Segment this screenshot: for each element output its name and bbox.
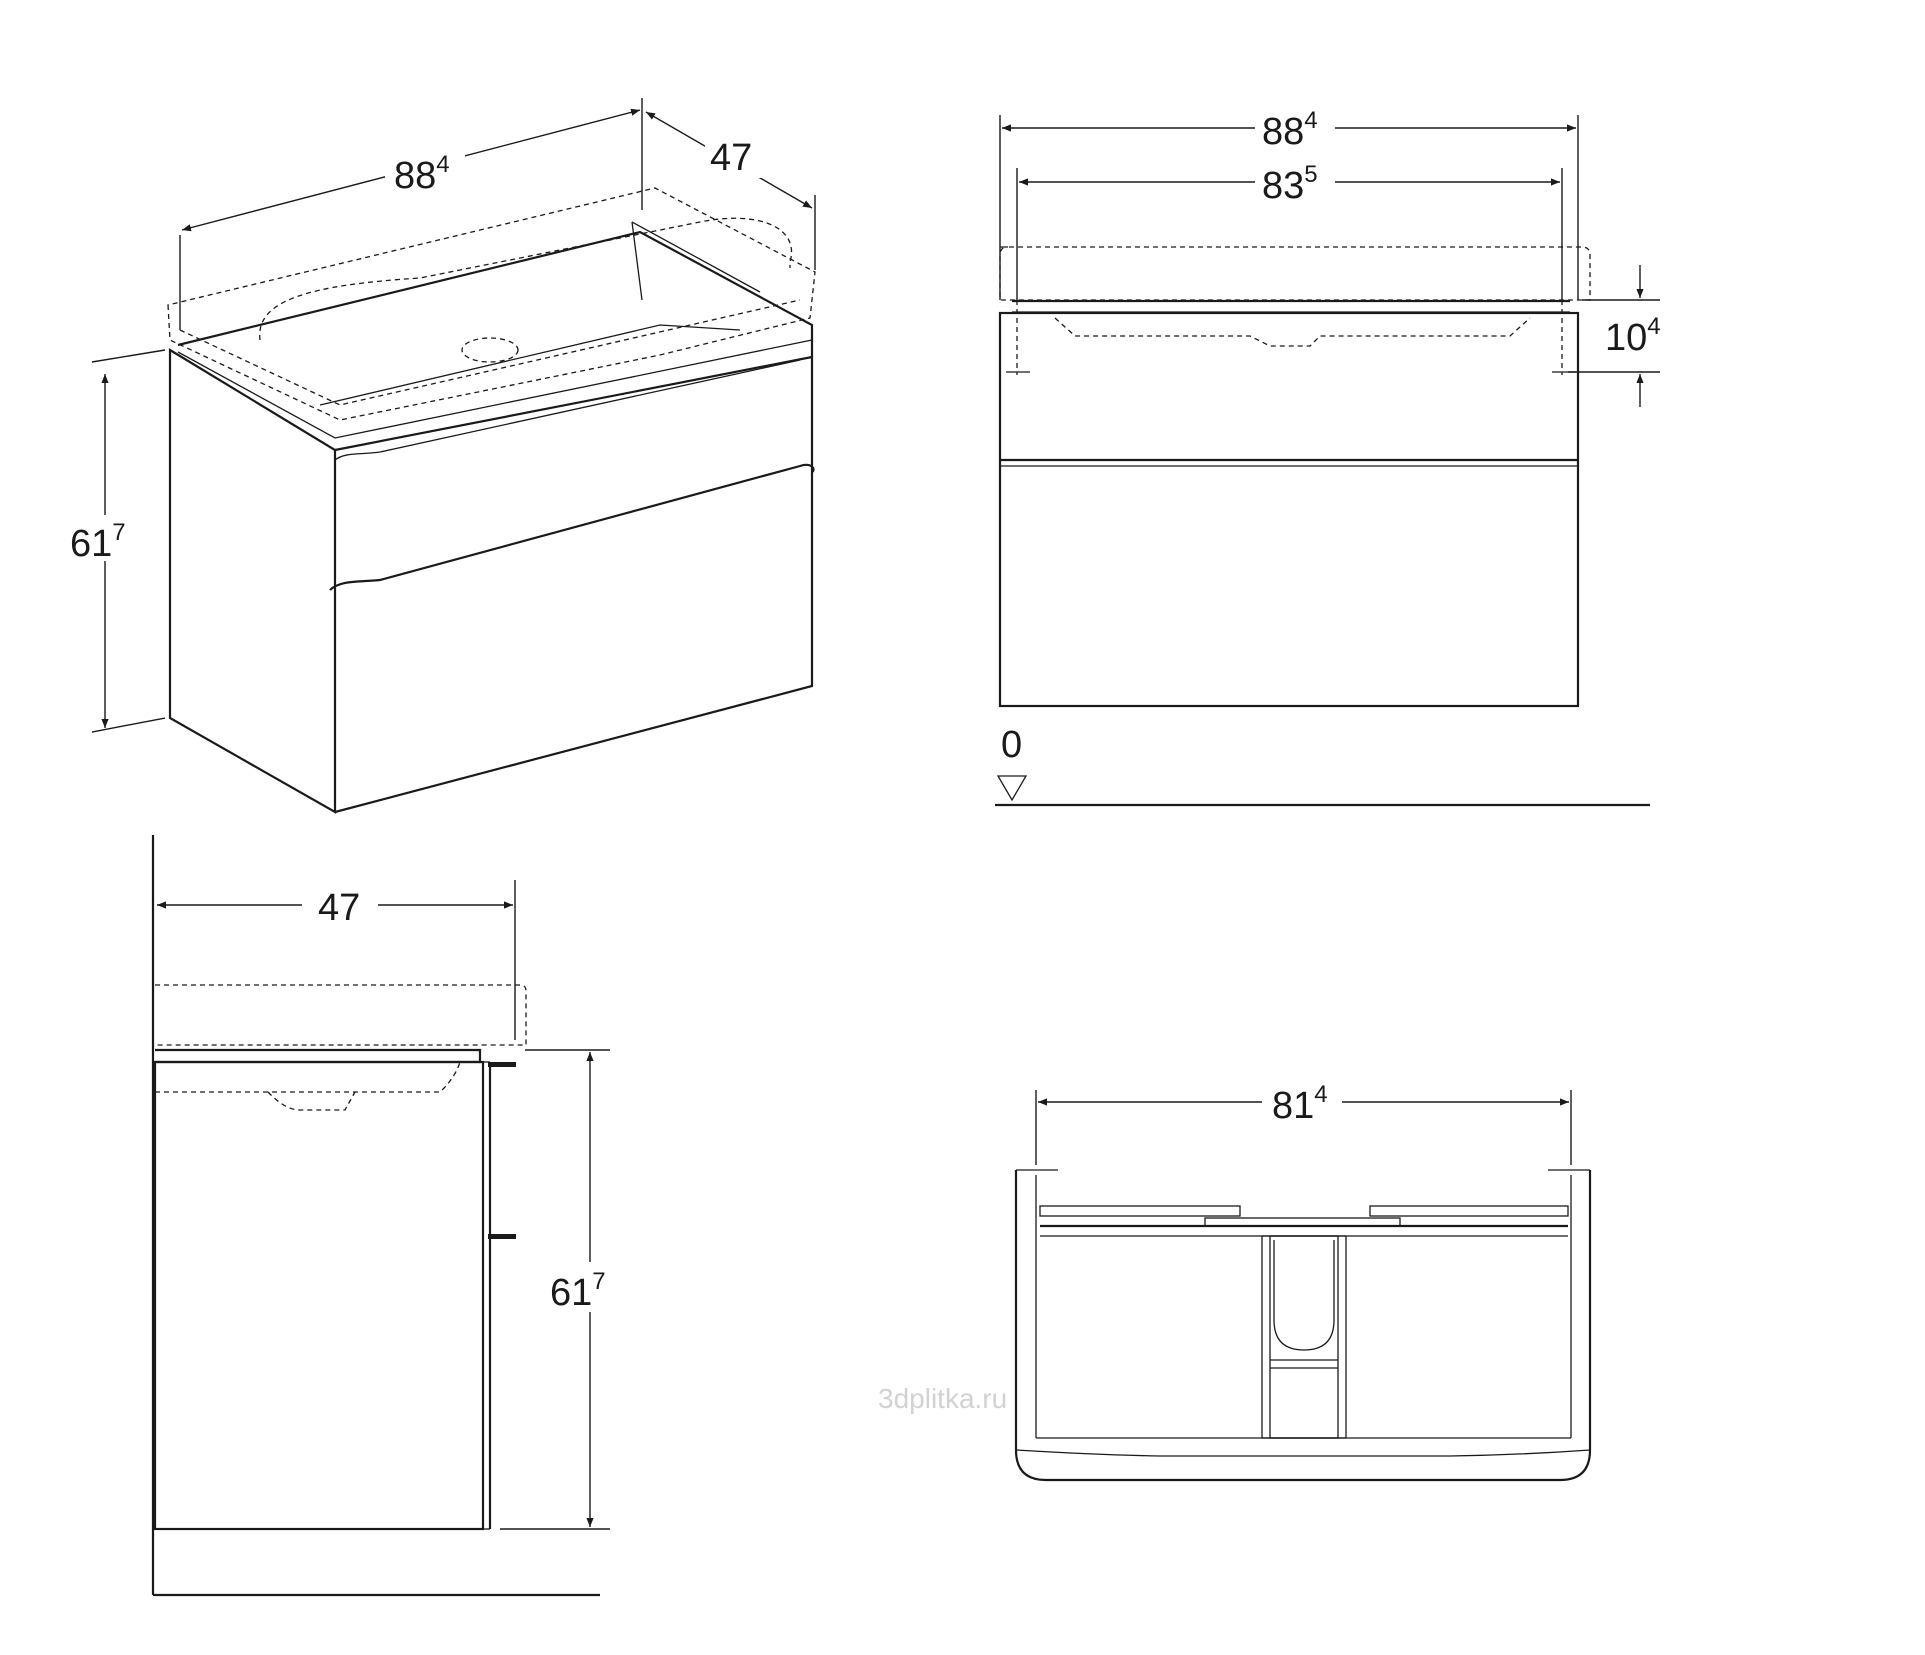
front-width-total-sup: 4 [1304,107,1317,134]
front-width-total-label: 88 [1262,111,1304,153]
svg-text:104: 104 [1605,313,1661,359]
side-dim-depth: 47 [157,880,516,1040]
side-dim-height: 617 [500,1049,633,1530]
iso-back-panel [631,221,761,301]
front-basin-outline [999,246,1591,301]
top-cabinet-outline [1014,1170,1592,1482]
iso-basin-inner [179,299,801,406]
iso-drawer-handle-top [334,359,801,461]
top-rail-left [1039,1205,1241,1217]
floor-level-label: 0 [1001,724,1022,766]
iso-width-sup: 4 [436,151,449,178]
side-depth-label: 47 [318,887,360,929]
front-basin-bowl [1054,317,1531,347]
iso-cabinet-top-back [177,230,814,357]
iso-dim-width: 884 [179,98,643,330]
iso-depth-label: 47 [710,137,752,179]
side-basin-top [155,1048,482,1064]
svg-text:884: 884 [1262,107,1318,153]
side-handle-bottom [488,1234,516,1239]
top-rail-right [1369,1205,1569,1217]
iso-dim-depth: 47 [645,111,816,270]
side-basin-bowl [155,1061,461,1111]
iso-cabinet-front [334,355,814,814]
svg-text:835: 835 [1262,161,1318,207]
top-inner-width-label: 81 [1272,1085,1314,1127]
watermark: 3dplitka.ru [878,1383,1007,1414]
side-handle-top [488,1062,516,1067]
iso-height-sup: 7 [112,519,125,546]
iso-width-label: 88 [394,155,436,197]
front-width-basin-sup: 5 [1304,161,1317,188]
front-basin-thickness-label: 10 [1605,317,1647,359]
front-view: 0 [995,246,1650,807]
side-height-label: 61 [550,1272,592,1314]
svg-text:617: 617 [70,519,126,565]
iso-cabinet-outline [168,348,337,814]
iso-basin-bowl [259,217,793,341]
iso-cabinet-top-rim [177,339,813,439]
side-basin-outline [155,984,527,1046]
svg-text:814: 814 [1272,1081,1328,1127]
front-cabinet [998,311,1580,708]
isometric-view [167,187,816,814]
iso-height-label: 61 [70,523,112,565]
floor-level-marker-icon [996,775,1028,802]
front-dim-width-basin: 835 [1016,158,1563,300]
front-basin-thickness-sup: 4 [1647,313,1660,340]
svg-text:884: 884 [394,151,450,197]
iso-drain [461,337,519,363]
iso-dim-height: 617 [66,349,166,733]
iso-basin-outline [167,187,816,421]
front-dim-basin-thickness: 104 [1568,265,1661,407]
side-cabinet [153,1060,485,1531]
svg-text:617: 617 [550,1268,606,1314]
iso-inner-rail [319,324,741,406]
iso-drawer-divider [329,463,815,591]
top-dim-inner-width: 814 [1035,1080,1572,1165]
top-center-plate [1204,1217,1401,1227]
side-view [151,835,600,1597]
front-width-basin-label: 83 [1262,165,1304,207]
top-inner-width-sup: 4 [1314,1081,1327,1108]
front-dim-width-total: 884 [999,104,1579,300]
side-height-sup: 7 [592,1268,605,1295]
top-view [1014,1169,1592,1482]
